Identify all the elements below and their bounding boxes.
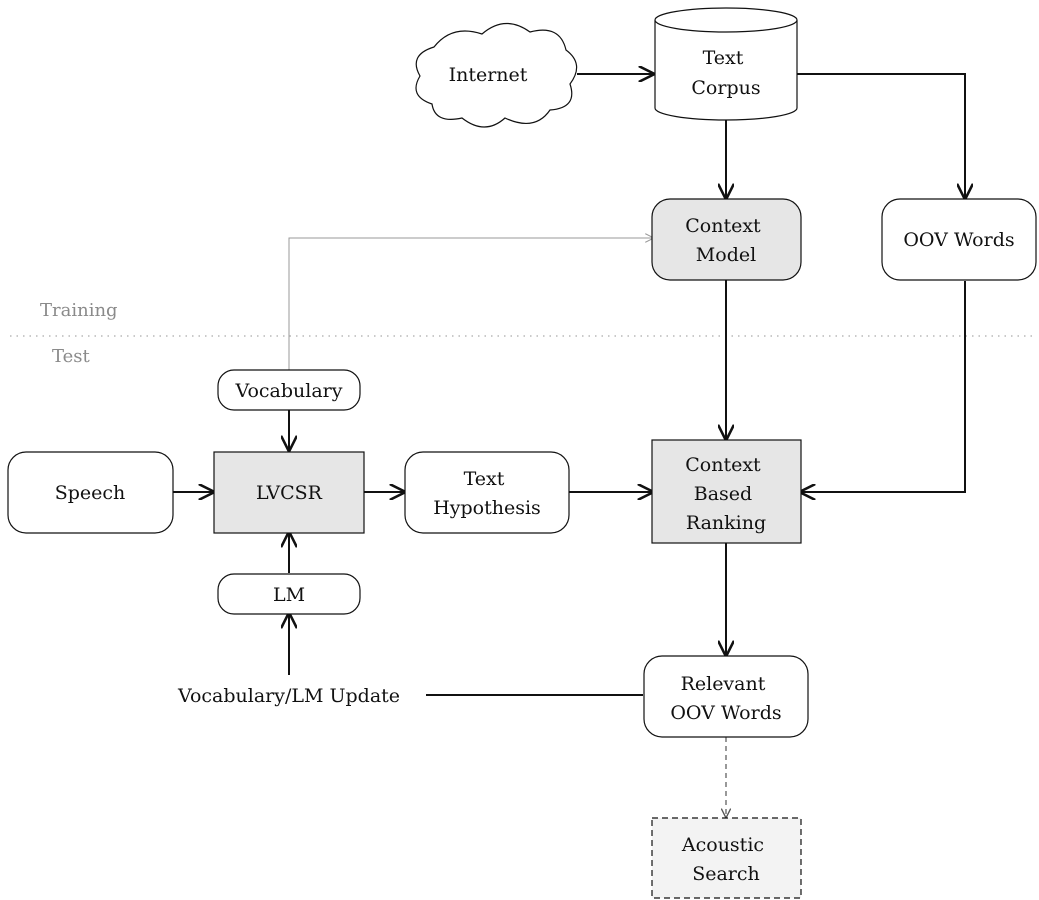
vocabulary-label: Vocabulary <box>234 380 342 402</box>
oov-words-node: OOV Words <box>881 198 1037 281</box>
test-label: Test <box>52 346 90 367</box>
edge-oov-words-to-ranking <box>801 281 966 492</box>
cloud-icon <box>415 22 578 128</box>
vocab-lm-update-label: Vocabulary/LM Update <box>177 685 400 707</box>
edge-corpus-to-oov-words <box>797 73 965 198</box>
oov-words-label: OOV Words <box>903 229 1014 251</box>
context-model-node: Context Model <box>651 198 802 281</box>
internet-cloud-node: Internet <box>415 22 578 128</box>
context-model-label: Context Model <box>685 215 767 266</box>
database-icon <box>654 20 798 121</box>
context-based-ranking-node: Context Based Ranking <box>651 439 802 544</box>
text-hypothesis-label: Text Hypothesis <box>433 468 541 519</box>
acoustic-search-node: Acoustic Search <box>651 817 802 899</box>
vocabulary-node: Vocabulary <box>217 369 361 411</box>
text-corpus-node: Text Corpus <box>654 7 798 121</box>
training-label: Training <box>40 300 118 321</box>
relevant-oov-words-label: Relevant OOV Words <box>670 673 781 724</box>
speech-label: Speech <box>55 482 126 504</box>
internet-label: Internet <box>449 64 528 86</box>
text-corpus-label: Text Corpus <box>691 47 760 99</box>
edge-vocabulary-to-context-model <box>288 238 653 370</box>
context-based-ranking-label: Context Based Ranking <box>685 454 767 534</box>
lm-node: LM <box>217 573 361 615</box>
lvcsr-node: LVCSR <box>213 451 365 534</box>
acoustic-search-label: Acoustic Search <box>681 834 770 885</box>
lm-label: LM <box>273 584 305 606</box>
speech-node: Speech <box>7 451 174 534</box>
text-hypothesis-node: Text Hypothesis <box>404 451 570 534</box>
lvcsr-label: LVCSR <box>256 482 323 504</box>
relevant-oov-words-node: Relevant OOV Words <box>643 655 809 738</box>
